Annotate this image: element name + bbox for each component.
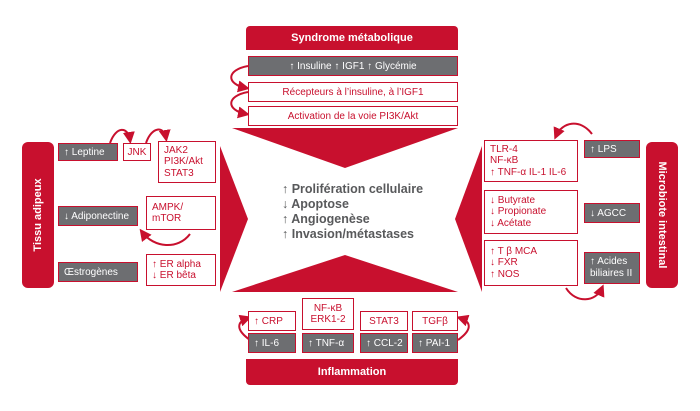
tlr-line: ↑ TNF-α IL-1 IL-6 xyxy=(490,166,567,178)
tgf-box: TGFβ xyxy=(412,311,458,331)
ampk-line: mTOR xyxy=(152,213,182,224)
outcome-line: ↑ Invasion/métastases xyxy=(282,227,415,241)
jak-line: PI3K/Akt xyxy=(164,156,203,168)
er-line: ↑ ER alpha xyxy=(152,258,201,270)
bottom-funnel xyxy=(232,255,458,292)
ampk-line: AMPK/ xyxy=(152,201,184,213)
estrogenes-box: Œstrogènes xyxy=(58,262,138,282)
mca-acides-arrow xyxy=(565,284,605,301)
ampk-box: AMPK/ mTOR xyxy=(146,196,216,230)
mca-box: ↑ T β MCA ↓ FXR ↑ NOS xyxy=(484,240,578,286)
outcome-line: ↓ Apoptose xyxy=(282,197,349,211)
mca-line: ↑ NOS xyxy=(490,268,520,280)
nfkb-line: ERK1-2 xyxy=(310,314,346,325)
tnf-box: ↑ TNF-α xyxy=(302,333,354,353)
jak-line: STAT3 xyxy=(164,167,194,179)
jnk-jak-arrow xyxy=(145,128,171,144)
acides-line: biliaires II xyxy=(590,268,633,279)
acides-box: ↑ Acides biliaires II xyxy=(584,252,640,284)
il6-crp-arrow xyxy=(238,314,252,341)
butyrate-line: ↓ Acétate xyxy=(490,217,532,229)
acides-line: ↑ Acides xyxy=(590,256,628,267)
left-funnel xyxy=(220,146,248,292)
pi3k-akt-box: Activation de la voie PI3K/Akt xyxy=(248,106,458,126)
insulin-igf1-box: ↑ Insuline ↑ IGF1 ↑ Glycémie xyxy=(248,56,458,76)
er-box: ↑ ER alpha ↓ ER bêta xyxy=(146,254,216,286)
jnk-box: JNK xyxy=(123,143,151,161)
top-curve-arrow-2 xyxy=(230,91,250,119)
butyrate-line: ↓ Propionate xyxy=(490,206,547,218)
ampk-adipo-arrow xyxy=(139,228,191,247)
tlr-line: NF-κB xyxy=(490,155,519,167)
metabolic-syndrome-header: Syndrome métabolique xyxy=(246,26,458,50)
butyrate-line: ↓ Butyrate xyxy=(490,194,536,206)
il6-box: ↑ IL-6 xyxy=(248,333,296,353)
pai1-box: ↑ PAI-1 xyxy=(412,333,458,353)
nfkb-box: NF-κB ERK1-2 xyxy=(302,298,354,330)
top-curve-arrow-1 xyxy=(230,65,250,93)
adipose-tissue-panel: Tissu adipeux xyxy=(22,142,54,288)
stat3-box: STAT3 xyxy=(360,311,408,331)
microbiota-panel: Microbiote intestinal xyxy=(646,142,678,288)
inflammation-footer: Inflammation xyxy=(246,359,458,385)
adipose-tissue-label: Tissu adipeux xyxy=(32,178,44,252)
crp-box: ↑ CRP xyxy=(248,311,296,331)
lps-box: ↑ LPS xyxy=(584,140,640,158)
center-outcomes: ↑ Prolifération cellulaire ↓ Apoptose ↑ … xyxy=(282,182,452,242)
er-line: ↓ ER bêta xyxy=(152,270,196,281)
tlr-box: TLR-4 NF-κB ↑ TNF-α IL-1 IL-6 xyxy=(484,140,578,182)
agcc-box: ↓ AGCC xyxy=(584,203,640,223)
nfkb-line: NF-κB xyxy=(313,302,343,314)
butyrate-box: ↓ Butyrate ↓ Propionate ↓ Acétate xyxy=(484,190,578,234)
leptine-jnk-arrow xyxy=(109,128,135,144)
ccl2-box: ↑ CCL-2 xyxy=(360,333,408,353)
leptine-box: ↑ Leptine xyxy=(58,143,118,161)
pai1-tgf-arrow xyxy=(456,314,470,341)
mca-line: ↑ T β MCA xyxy=(490,245,538,257)
right-funnel xyxy=(455,146,482,292)
mca-line: ↓ FXR xyxy=(490,257,518,269)
top-funnel xyxy=(232,128,458,168)
outcome-line: ↑ Prolifération cellulaire xyxy=(282,182,424,196)
tlr-line: TLR-4 xyxy=(490,143,518,155)
jak-line: JAK2 xyxy=(164,144,188,156)
jak-box: JAK2 PI3K/Akt STAT3 xyxy=(158,141,216,183)
insulin-receptors-box: Récepteurs à l’insuline, à l’IGF1 xyxy=(248,82,458,102)
microbiota-label: Microbiote intestinal xyxy=(656,161,668,269)
adiponectine-box: ↓ Adiponectine xyxy=(58,206,138,226)
lps-tlr-arrow xyxy=(553,122,593,140)
outcome-line: ↑ Angiogenèse xyxy=(282,212,370,226)
